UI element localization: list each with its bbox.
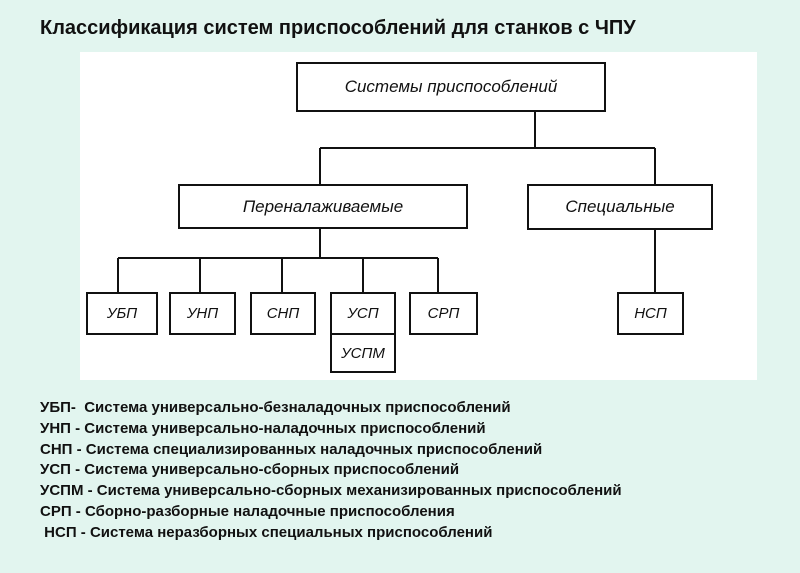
legend-item: УНП - Система универсально-наладочных пр… <box>40 419 486 437</box>
srp-node: СРП <box>409 292 478 335</box>
legend-item: УСП - Система универсально-сборных присп… <box>40 461 460 479</box>
legend-item: УБП- Система универсально-безналадочных … <box>40 399 511 416</box>
legend-item: СНП - Система специализированных наладоч… <box>40 440 543 458</box>
uspm-node: УСПМ <box>330 333 396 373</box>
readjustable-node: Переналаживаемые <box>178 184 468 229</box>
usp-node: УСП <box>330 292 396 335</box>
nsp-node: НСП <box>617 292 684 335</box>
abbreviation-legend: УБП- Система универсально-безналадочных … <box>40 398 622 544</box>
legend-item: НСП - Система неразборных специальных пр… <box>40 523 493 541</box>
ubp-node: УБП <box>86 292 158 335</box>
root-node: Системы приспособлений <box>296 62 606 112</box>
legend-item: УСПМ - Система универсально-сборных меха… <box>40 482 622 500</box>
special-node: Специальные <box>527 184 713 230</box>
unp-node: УНП <box>169 292 236 335</box>
snp-node: СНП <box>250 292 316 335</box>
legend-item: СРП - Сборно-разборные наладочные приспо… <box>40 502 455 520</box>
slide-title: Классификация систем приспособлений для … <box>40 17 636 39</box>
